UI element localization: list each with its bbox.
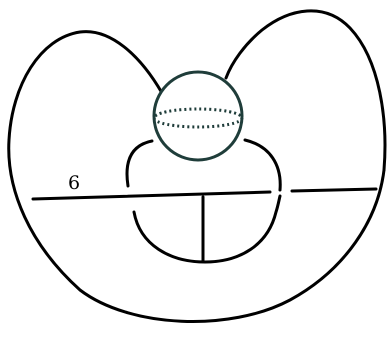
outer-loop-right (226, 11, 385, 170)
inner-bowl (134, 196, 280, 262)
sphere-icon (154, 72, 242, 160)
horizontal-strand-right (292, 189, 376, 191)
edge-label: 6 (68, 172, 80, 194)
inner-loop-top-right (245, 140, 280, 190)
inner-loop-top-left (127, 141, 152, 186)
